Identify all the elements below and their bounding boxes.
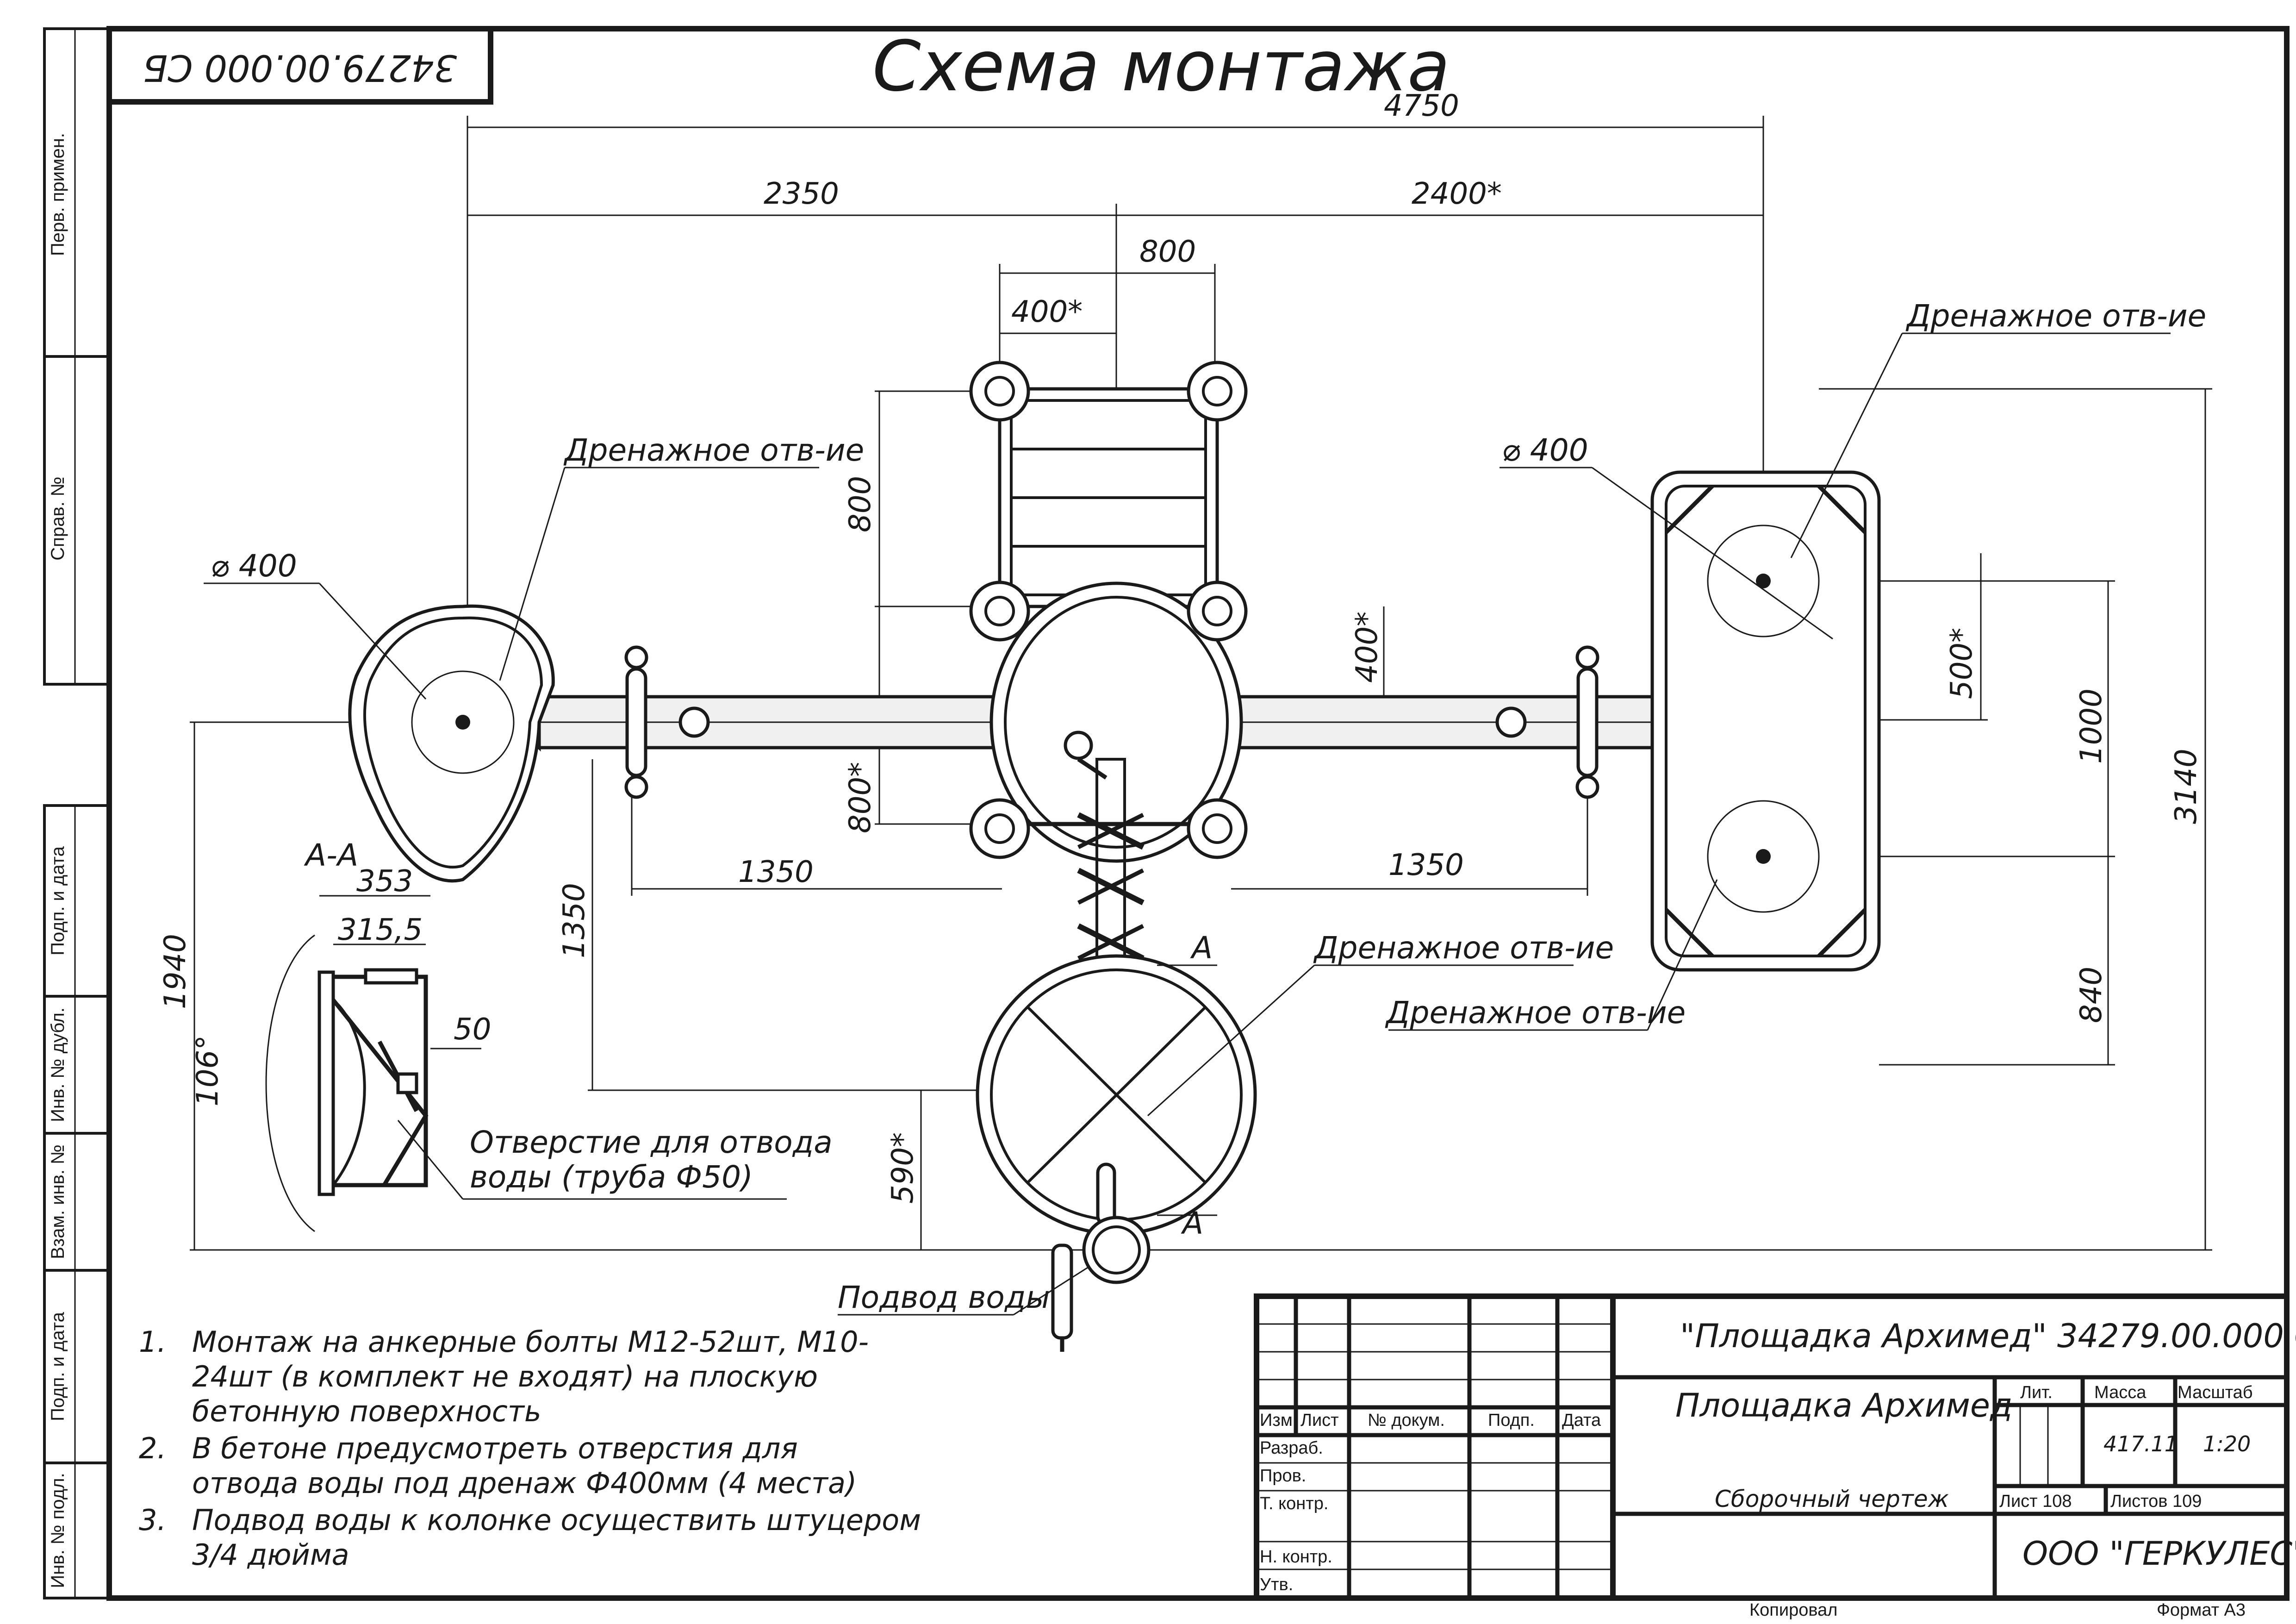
tb-col-docnum: № докум.	[1368, 1411, 1445, 1430]
tb-name: Площадка Архимед	[1675, 1387, 2012, 1424]
title-block	[1254, 1293, 2290, 1601]
note-2-num: 2.	[139, 1431, 166, 1465]
tb-sheets: Листов 109	[2110, 1492, 2202, 1511]
section-dim-50: 50	[454, 1012, 491, 1047]
dim-right-bottom: 840	[2074, 967, 2109, 1023]
label-drain-top-left: Дренажное отв-ие	[563, 432, 864, 468]
dim-bottom-v: 590*	[886, 1132, 920, 1204]
dim-left-width: 2350	[764, 177, 839, 211]
note-2-line-2: отвода воды под дренаж Ф400мм (4 места)	[192, 1466, 857, 1500]
dim-lower-v: 1350	[557, 883, 591, 958]
label-section-a-bottom: А	[1181, 1206, 1203, 1241]
tb-col-podp: Подп.	[1488, 1411, 1535, 1430]
dim-top-height: 800	[843, 476, 877, 532]
label-drain-top-right: Дренажное отв-ие	[1905, 298, 2206, 334]
tb-tkontr: Т. контр.	[1260, 1494, 1328, 1513]
right-vertical-dimensions	[1763, 388, 2212, 1250]
dim-left-arm: 1350	[738, 855, 814, 889]
tb-doc-type: Сборочный чертеж	[1715, 1486, 1949, 1512]
label-water-supply: Подвод воды	[838, 1280, 1050, 1315]
sheet-frame	[43, 26, 2290, 1601]
tb-mass-value: 417.11	[2103, 1431, 2178, 1456]
tb-utv: Утв.	[1260, 1575, 1293, 1594]
dim-right-width: 2400*	[1412, 177, 1502, 211]
note-3-line-2: 3/4 дюйма	[192, 1538, 349, 1572]
label-dia-left: ⌀ 400	[211, 548, 297, 584]
right-basin	[1650, 470, 1881, 972]
dim-overall-width: 4750	[1384, 89, 1459, 123]
doc-code-box: 34279.00.000 СБ	[106, 26, 493, 105]
note-1-line-3: бетонную поверхность	[192, 1394, 541, 1428]
leaders	[204, 332, 2171, 1316]
dim-right-arm: 1350	[1388, 848, 1464, 882]
tb-sheet: Лист 108	[1999, 1492, 2072, 1511]
tb-prov: Пров.	[1260, 1466, 1306, 1486]
tb-masshtab: Масштаб	[2178, 1383, 2253, 1402]
tb-kopiroval: Копировал	[1749, 1600, 1837, 1620]
section-hole-label-1: Отверстие для отвода	[470, 1124, 833, 1160]
section-a-a: А-А 353 315,5 50 106° Отверстие для отво…	[191, 837, 833, 1232]
stamp-vzam-inv: Взам. инв. №	[48, 1144, 68, 1259]
stamp-inv-podl: Инв. № подл.	[48, 1473, 68, 1588]
dim-right-height: 1000	[2074, 688, 2109, 764]
tb-massa: Масса	[2094, 1383, 2147, 1402]
section-angle: 106°	[191, 1035, 225, 1106]
label-dia-right: ⌀ 400	[1502, 432, 1588, 468]
dim-top-width: 800	[1139, 235, 1196, 269]
tb-razrab: Разраб.	[1260, 1438, 1323, 1458]
stamp-podp-data-1: Подп. и дата	[48, 846, 68, 955]
dim-top-width-2: 400*	[1011, 295, 1083, 329]
doc-code: 34279.00.000 СБ	[143, 47, 457, 88]
tb-col-list: Лист	[1300, 1411, 1339, 1430]
tb-format: Формат А3	[2157, 1600, 2246, 1620]
tb-scale-value: 1:20	[2203, 1431, 2251, 1456]
label-section-a-top: А	[1190, 930, 1213, 966]
tb-col-izm: Изм	[1260, 1411, 1293, 1430]
notes: 1. Монтаж на анкерные болты М12-52шт, М1…	[139, 1325, 921, 1572]
dim-overall-height-left: 1940	[158, 934, 193, 1009]
tb-designation: "Площадка Архимед" 34279.00.000 СБ	[1680, 1317, 2296, 1355]
section-dim-315: 315,5	[338, 913, 423, 947]
tb-col-data: Дата	[1562, 1411, 1601, 1430]
note-3-line-1: Подвод воды к колонке осуществить штуцер…	[192, 1503, 921, 1537]
stamp-perv-primen: Перв. примен.	[48, 133, 68, 256]
drawing-title: Схема монтажа	[872, 26, 1450, 107]
note-1-line-1: Монтаж на анкерные болты М12-52шт, М10-	[192, 1325, 869, 1359]
dim-lower-height: 800*	[843, 762, 877, 833]
stamp-sprav-no: Справ. №	[48, 476, 68, 560]
left-basin	[348, 604, 555, 883]
stamp-inv-dubl: Инв. № дубл.	[48, 1007, 68, 1122]
label-drain-bottom-right: Дренажное отв-ие	[1385, 995, 1686, 1031]
dim-overall-height-right: 3140	[2169, 749, 2203, 824]
tb-company: ООО "ГЕРКУЛЕС"	[2022, 1535, 2296, 1573]
section-dim-353: 353	[356, 864, 413, 899]
stamp-podp-data-2: Подп. и дата	[48, 1312, 68, 1421]
dim-right-top: 500*	[1945, 628, 1979, 699]
section-hole-label-2: воды (труба Ф50)	[470, 1159, 753, 1195]
note-3-num: 3.	[139, 1503, 166, 1537]
label-drain-center: Дренажное отв-ие	[1313, 930, 1614, 966]
tb-nkontr: Н. контр.	[1260, 1547, 1332, 1567]
tb-lit: Лит.	[2020, 1383, 2053, 1402]
note-1-line-2: 24шт (в комплект не входят) на плоскую	[192, 1360, 818, 1393]
dim-center-height: 400*	[1350, 612, 1384, 683]
main-structure	[511, 361, 1749, 1352]
note-1-num: 1.	[139, 1325, 166, 1359]
section-title: А-А	[304, 837, 358, 873]
note-2-line-1: В бетоне предусмотреть отверстия для	[192, 1431, 798, 1465]
